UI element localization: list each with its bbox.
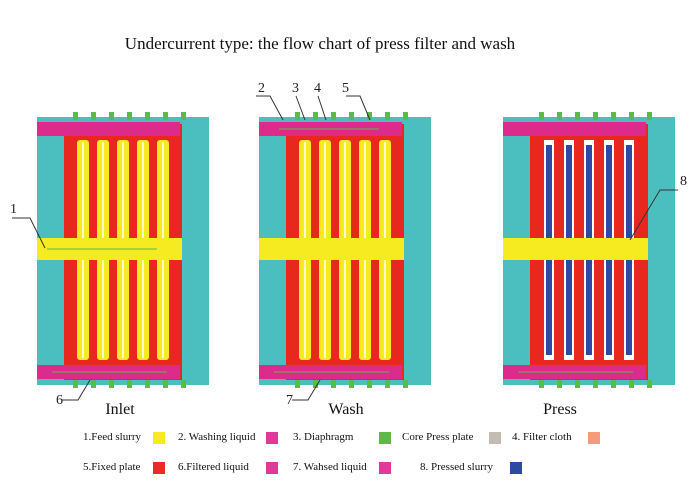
callout-number-8: 8: [680, 174, 687, 189]
diaphragm-tick: [127, 380, 132, 388]
callout-number-7: 7: [286, 393, 293, 408]
legend-label-filter-cloth: 4. Filter cloth: [512, 431, 572, 443]
diaphragm-tick: [557, 112, 562, 120]
diaphragm-tick: [385, 380, 390, 388]
diaphragm-tick: [575, 112, 580, 120]
diaphragm-tick: [557, 380, 562, 388]
panel-inlet: [37, 112, 209, 388]
feed-slurry-inlet: [259, 238, 404, 260]
diaphragm-tick: [385, 112, 390, 120]
feed-slurry-inlet: [503, 238, 648, 260]
diaphragm-tick: [611, 380, 616, 388]
diaphragm-tick: [109, 112, 114, 120]
callout-leader-5: [346, 95, 371, 121]
callout-number-1: 1: [10, 202, 17, 217]
legend-label-washing-liquid: 2. Washing liquid: [178, 431, 256, 443]
callout-leader-4: [317, 95, 327, 121]
end-block: [404, 117, 431, 385]
diaphragm-tick: [367, 112, 372, 120]
end-block: [182, 117, 209, 385]
legend-swatch-diaphragm: [379, 432, 391, 444]
diaphragm-tick: [331, 380, 336, 388]
diaphragm-tick: [349, 112, 354, 120]
page-title: Undercurrent type: the flow chart of pre…: [124, 34, 516, 53]
diaphragm-tick: [647, 380, 652, 388]
callout-leader-3: [295, 95, 306, 121]
diaphragm-tick: [73, 380, 78, 388]
legend-swatch-washing-liquid: [266, 432, 278, 444]
panel-wash: [259, 112, 431, 388]
callout-leader-6: [62, 379, 91, 401]
diaphragm-tick: [163, 112, 168, 120]
diaphragm-tick: [367, 380, 372, 388]
diaphragm-tick: [593, 380, 598, 388]
diaphragm-tick: [145, 112, 150, 120]
callout-leader-1: [12, 217, 46, 249]
top-manifold-bar: [37, 122, 180, 136]
diaphragm-tick: [313, 112, 318, 120]
legend-swatch-pressed-slurry: [510, 462, 522, 474]
legend-swatch-filtered-liquid: [266, 462, 278, 474]
diaphragm-tick: [313, 380, 318, 388]
diaphragm-tick: [73, 112, 78, 120]
diaphragm-tick: [181, 380, 186, 388]
diaphragm-tick: [109, 380, 114, 388]
callout-number-5: 5: [342, 81, 349, 96]
diaphragm-tick: [403, 380, 408, 388]
legend-label-feed-slurry: 1.Feed slurry: [83, 431, 142, 443]
panel-press: [503, 112, 675, 388]
diaphragm-tick: [181, 112, 186, 120]
callout-leader-2: [256, 95, 284, 121]
callout-number-3: 3: [292, 81, 299, 96]
diaphragm-tick: [647, 112, 652, 120]
legend-label-filtered-liquid: 6.Filtered liquid: [178, 461, 249, 473]
top-manifold-bar: [503, 122, 646, 136]
diaphragm-tick: [163, 380, 168, 388]
legend-swatch-filter-cloth: [588, 432, 600, 444]
callout-leader-7: [292, 379, 321, 401]
diaphragm-tick: [629, 112, 634, 120]
diaphragm-tick: [91, 112, 96, 120]
diaphragm-tick: [593, 112, 598, 120]
panel-label-inlet: Inlet: [105, 401, 135, 418]
callout-leader-8: [629, 189, 678, 241]
diaphragm-tick: [295, 380, 300, 388]
legend-label-diaphragm: 3. Diaphragm: [293, 431, 354, 443]
diaphragm-tick: [403, 112, 408, 120]
diaphragm-tick: [91, 380, 96, 388]
legend-swatch-feed-slurry: [153, 432, 165, 444]
diaphragm-tick: [295, 112, 300, 120]
diaphragm-tick: [611, 112, 616, 120]
legend-swatch-core-press-plate: [489, 432, 501, 444]
legend-label-core-press-plate: Core Press plate: [402, 431, 474, 443]
diaphragm-tick: [629, 380, 634, 388]
diaphragm-tick: [539, 112, 544, 120]
callout-number-6: 6: [56, 393, 63, 408]
legend-label-pressed-slurry: 8. Pressed slurry: [420, 461, 494, 473]
panel-label-press: Press: [543, 401, 577, 418]
diaphragm-tick: [145, 380, 150, 388]
legend-label-washed-liquid: 7. Wahsed liquid: [293, 461, 367, 473]
end-block: [648, 117, 675, 385]
callout-number-4: 4: [314, 81, 321, 96]
legend-swatch-fixed-plate: [153, 462, 165, 474]
panel-label-wash: Wash: [328, 401, 364, 418]
diaphragm-tick: [127, 112, 132, 120]
callout-number-2: 2: [258, 81, 265, 96]
legend-label-fixed-plate: 5.Fixed plate: [83, 461, 141, 473]
diaphragm-tick: [575, 380, 580, 388]
legend-swatch-washed-liquid: [379, 462, 391, 474]
diaphragm-tick: [539, 380, 544, 388]
diaphragm-tick: [349, 380, 354, 388]
diaphragm-tick: [331, 112, 336, 120]
